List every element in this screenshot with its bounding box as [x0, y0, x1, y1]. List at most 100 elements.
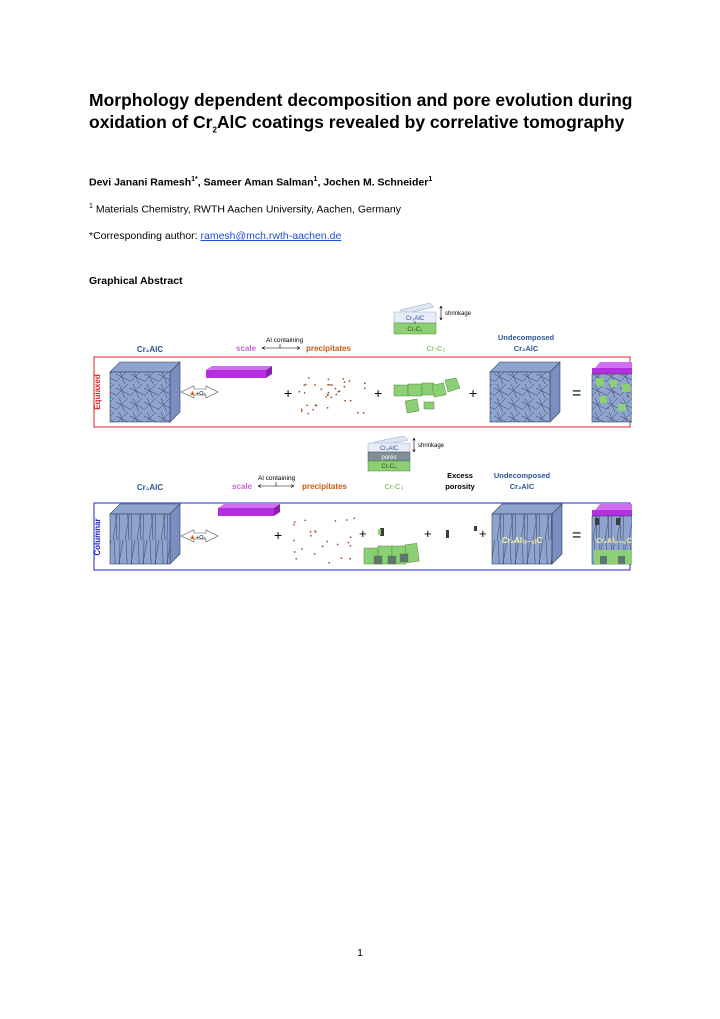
precipitate-dot	[340, 557, 343, 560]
author-name: Sameer Aman Salman	[203, 176, 314, 189]
precipitate-dot	[326, 540, 329, 543]
svg-text:shrinkage: shrinkage	[418, 443, 445, 449]
result-cube	[591, 362, 632, 423]
equals-sign: =	[572, 527, 581, 544]
plus-sign: +	[274, 527, 282, 543]
cube-phase-label: Cr₂Al₍₁₋ₓ₎C	[502, 536, 543, 545]
svg-text:Cr₇C₃: Cr₇C₃	[407, 327, 423, 333]
precipitate-dot	[330, 396, 333, 399]
section-heading: Graphical Abstract	[89, 275, 183, 287]
precipitate-dot	[362, 412, 365, 414]
precipitate-dot	[334, 387, 337, 390]
precipitate-dot	[303, 392, 306, 394]
precipitate-dot	[314, 530, 316, 533]
precipitate-dot	[343, 381, 346, 383]
cr7c3-grains	[393, 377, 461, 414]
precipitate-dot	[307, 412, 310, 415]
equiaxed-cube	[109, 361, 181, 423]
precipitate-dot	[363, 382, 366, 385]
precipitate-dot	[328, 561, 331, 564]
precipitate-dot	[293, 523, 295, 526]
corresponding-author: *Corresponding author: ramesh@mch.rwth-a…	[89, 230, 342, 242]
svg-text:Cr₇C₃: Cr₇C₃	[381, 464, 397, 470]
precipitate-dot	[342, 378, 345, 380]
author-list: Devi Janani Ramesh1*, Sameer Aman Salman…	[89, 176, 433, 189]
precipitate-cloud	[298, 377, 366, 415]
precipitate-dot	[304, 519, 307, 522]
precipitate-dot	[349, 557, 352, 560]
undecomposed-label: Undecomposed	[498, 333, 555, 342]
precipitates-label: precipitates	[302, 482, 347, 491]
precipitate-dot	[312, 408, 315, 411]
scale-label: scale	[236, 344, 257, 353]
precipitate-dot	[300, 408, 303, 411]
plus-sign: +	[469, 385, 477, 401]
flame-icon: ▲	[189, 534, 196, 541]
precipitate-dot	[320, 388, 323, 391]
columnar-row: Columnar Cr₂AlC Al containing scale prec…	[93, 435, 632, 571]
svg-text:+O₂: +O₂	[196, 391, 206, 397]
plus-sign: +	[479, 526, 487, 541]
graphical-abstract-figure: Equiaxed Cr₂AlC Al containing scale prec…	[93, 302, 632, 571]
row-label: Equiaxed	[93, 374, 102, 410]
precipitate-dot	[325, 396, 328, 398]
undecomposed-label: Undecomposed	[494, 471, 551, 480]
result-cube: Cr₂Al₍₁₋ₓ₎C	[591, 504, 632, 565]
author-name: Jochen M. Schneider	[323, 176, 429, 189]
equiaxed-row: Equiaxed Cr₂AlC Al containing scale prec…	[93, 302, 632, 428]
precipitate-dot	[298, 390, 301, 393]
equals-sign: =	[572, 385, 581, 402]
precipitate-dot	[326, 407, 329, 409]
precipitate-dot	[345, 519, 348, 521]
plus-sign: +	[359, 526, 367, 541]
double-arrow	[261, 344, 301, 350]
precipitate-dot	[293, 521, 296, 523]
precipitate-dot	[338, 390, 341, 393]
shrinkage-arrow	[439, 305, 443, 321]
excess-porosity-label: Excess	[447, 471, 473, 480]
flame-icon: ▲	[189, 390, 196, 397]
plus-sign: +	[374, 385, 382, 401]
precipitate-dot	[300, 410, 303, 413]
precipitate-dot	[314, 404, 317, 406]
author-name: Devi Janani Ramesh	[89, 176, 192, 189]
oxidation-arrow: ▲ +O₂	[180, 385, 219, 399]
paper-title: Morphology dependent decomposition and p…	[89, 90, 633, 134]
scale-label: scale	[232, 482, 253, 491]
precipitate-dot	[344, 399, 346, 402]
pore-icon	[474, 526, 477, 531]
al-containing-label: Al containing	[258, 475, 296, 482]
page-number: 1	[357, 947, 363, 959]
plus-sign: +	[424, 526, 432, 541]
shrinkage-inset: Cr₂AlC Cr₇C₃ shrinkage	[393, 302, 472, 335]
precipitate-dot	[335, 393, 338, 396]
svg-text:shrinkage: shrinkage	[445, 311, 472, 317]
svg-text:Cr₂AlC: Cr₂AlC	[406, 316, 425, 322]
row-label: Columnar	[93, 518, 102, 555]
scale-slab	[206, 366, 272, 378]
cr2alc-label: Cr₂AlC	[137, 483, 163, 492]
precipitate-dot	[309, 530, 312, 533]
oxidation-arrow: ▲ +O₂	[180, 529, 219, 543]
undecomposed-cube	[489, 361, 561, 423]
precipitate-dot	[314, 384, 316, 386]
precipitate-dot	[336, 543, 339, 546]
precipitate-dot	[306, 404, 308, 407]
svg-text:Cr₂AlC: Cr₂AlC	[380, 446, 399, 452]
precipitate-dot	[349, 545, 352, 547]
precipitate-dot	[293, 551, 296, 553]
precipitate-dot	[343, 385, 346, 388]
precipitate-dot	[356, 411, 359, 414]
undecomposed-label: Cr₂AlC	[510, 482, 535, 491]
columnar-cube	[109, 503, 181, 565]
precipitate-dot	[326, 393, 329, 396]
excess-porosity-label: porosity	[445, 482, 475, 491]
result-phase-label: Cr₂Al₍₁₋ₓ₎C	[596, 538, 632, 545]
cr2alc-label: Cr₂AlC	[137, 345, 163, 354]
precipitate-dot	[329, 384, 331, 386]
cr7c3-label: Cr₇C₃	[385, 482, 404, 491]
scale-slab	[218, 504, 280, 516]
precipitate-dot	[304, 383, 307, 386]
email-link[interactable]: ramesh@mch.rwth-aachen.de	[200, 230, 342, 242]
precipitate-dot	[331, 384, 333, 386]
